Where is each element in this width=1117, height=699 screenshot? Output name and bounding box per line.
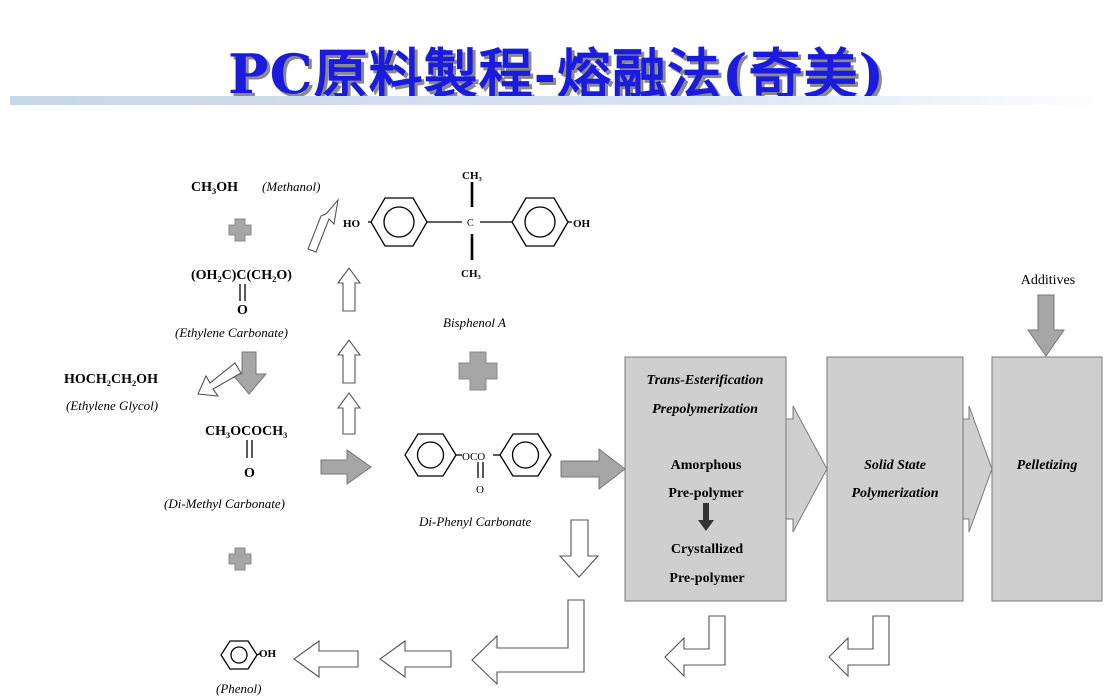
ec-name: (Ethylene Carbonate) xyxy=(175,325,288,340)
arrow-amorphous-to-crystallized xyxy=(698,503,714,531)
plus-icon-bpa xyxy=(458,351,498,391)
dmc-carbonyl-o: O xyxy=(244,466,255,481)
box1-crystallized-line1: Crystallized xyxy=(671,542,744,557)
box1-amorphous-line1: Amorphous xyxy=(671,458,742,473)
methanol-formula: CH₃OH xyxy=(191,180,238,195)
arrow-phenol-return xyxy=(471,599,585,686)
process-box-solid-state xyxy=(826,356,964,602)
plus-icon-methanol xyxy=(228,218,252,242)
phenol-name: (Phenol) xyxy=(216,681,261,696)
bisphenol-a-structure xyxy=(368,182,572,260)
dpc-name: Di-Phenyl Carbonate xyxy=(418,514,532,529)
arrow-to-glycol xyxy=(197,362,242,397)
ec-formula: (OH₂C)C(CH₂O) xyxy=(191,268,292,283)
process-box-pelletizing xyxy=(991,356,1103,602)
box2-line1: Solid State xyxy=(864,458,926,473)
glycol-name: (Ethylene Glycol) xyxy=(66,398,158,413)
glycol-formula: HOCH₂CH₂OH xyxy=(64,372,158,387)
box3-label: Pelletizing xyxy=(1017,458,1078,473)
dmc-name: (Di-Methyl Carbonate) xyxy=(164,496,285,511)
bpa-name: Bisphenol A xyxy=(443,315,506,330)
box1-title-line1: Trans-Esterification xyxy=(647,373,764,388)
box1-crystallized-line2: Pre-polymer xyxy=(669,571,744,586)
arrow-up-3 xyxy=(336,392,362,435)
arrow-to-phenol-1 xyxy=(293,639,359,679)
dmc-formula: CH₃OCOCH₃ xyxy=(205,424,287,439)
box1-amorphous-line2: Pre-polymer xyxy=(668,486,743,501)
ec-carbonyl-o: O xyxy=(237,303,248,318)
page-title: PC原料製程-熔融法(奇美) xyxy=(228,42,886,106)
arrow-up-1 xyxy=(336,267,362,312)
arrow-recycle-box2 xyxy=(828,615,890,678)
bpa-ho: HO xyxy=(343,218,361,230)
bpa-ch3-top: CH₃ xyxy=(462,170,483,182)
arrow-down-phenol-recovery xyxy=(558,519,600,578)
phenol-structure xyxy=(220,640,262,670)
title-underline xyxy=(10,96,1117,105)
arrow-box2-to-box3 xyxy=(962,405,993,533)
arrow-up-to-methanol xyxy=(307,198,339,253)
box2-line2: Polymerization xyxy=(851,486,938,501)
arrow-dpc-to-process xyxy=(560,447,626,491)
additives-label: Additives xyxy=(1021,273,1075,288)
dpc-o: O xyxy=(476,484,484,496)
phenol-oh: OH xyxy=(259,648,277,660)
methanol-name: (Methanol) xyxy=(262,179,320,194)
arrow-to-phenol-2 xyxy=(379,639,452,679)
arrow-recycle-box1 xyxy=(664,615,726,678)
dpc-oco: OCO xyxy=(462,451,485,463)
process-box-trans-esterification xyxy=(624,356,787,602)
plus-icon-dmc xyxy=(228,547,252,571)
dpc-structure xyxy=(404,433,552,478)
bpa-ch3-bottom: CH₃ xyxy=(461,268,482,280)
box1-title-line2: Prepolymerization xyxy=(652,402,758,417)
bpa-oh: OH xyxy=(573,218,591,230)
bpa-center-c: C xyxy=(467,218,474,229)
arrow-additives-down xyxy=(1027,294,1065,357)
arrow-box1-to-box2 xyxy=(785,405,828,533)
arrow-up-2 xyxy=(336,339,362,384)
arrow-dmc-to-dpc xyxy=(320,449,372,485)
